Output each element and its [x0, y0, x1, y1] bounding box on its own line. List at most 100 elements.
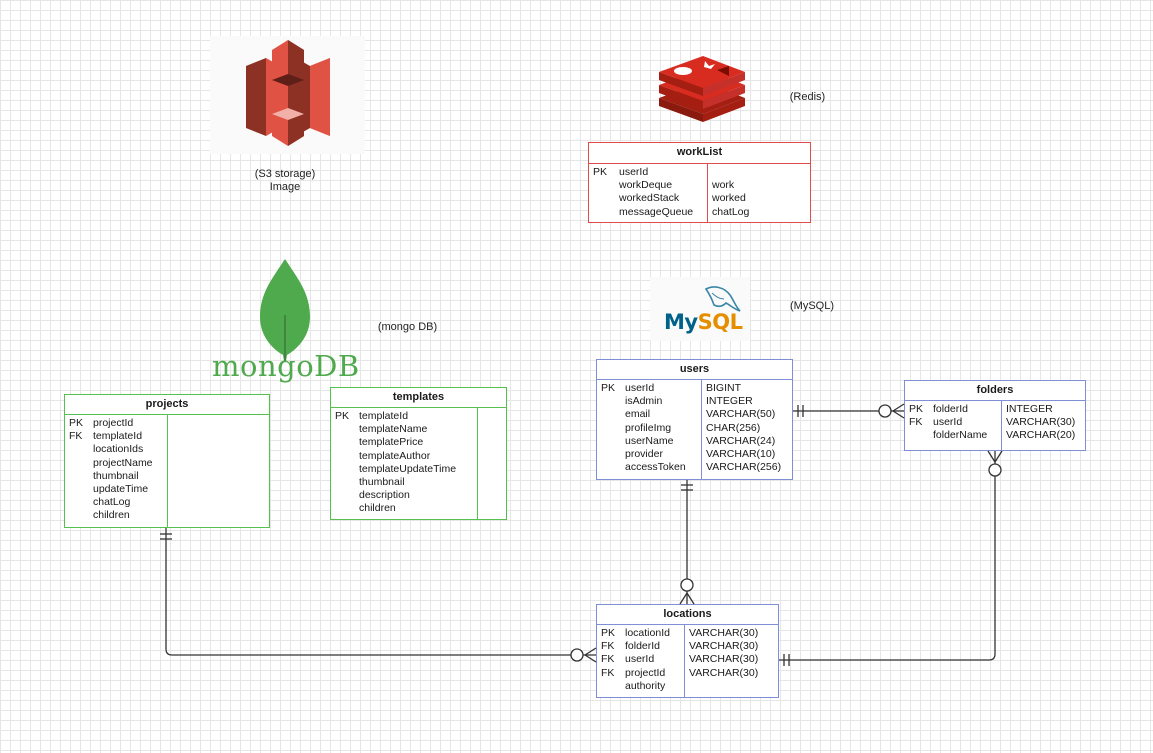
mysql-wordmark-sql: SQL: [697, 310, 743, 334]
users-field: userName: [625, 434, 674, 447]
users-type: VARCHAR(50): [706, 408, 776, 421]
projects-types: [167, 415, 269, 527]
projects-table[interactable]: projects PK FK projectId templateId loca…: [64, 394, 270, 528]
redis-logo-icon: [655, 52, 750, 127]
worklist-fields: userId workDeque workedStack messageQueu…: [615, 164, 707, 222]
worklist-field: userId: [619, 166, 649, 178]
mongo-caption: (mongo DB): [377, 321, 438, 333]
users-table[interactable]: users PK userId isAdmin email profileImg…: [596, 359, 793, 480]
users-field: accessToken: [625, 461, 686, 474]
users-type: BIGINT: [706, 382, 742, 394]
locations-field: folderId: [625, 640, 661, 653]
locations-types: VARCHAR(30) VARCHAR(30) VARCHAR(30) VARC…: [684, 625, 778, 697]
folders-locations-link: [779, 451, 996, 661]
users-type: VARCHAR(24): [706, 434, 776, 447]
projects-key: PK: [69, 417, 84, 429]
projects-field: projectName: [93, 456, 153, 469]
folders-field: folderId: [933, 403, 969, 415]
worklist-types: work worked chatLog: [707, 164, 810, 222]
mysql-caption: (MySQL): [790, 300, 834, 312]
templates-field: templateUpdateTime: [359, 462, 457, 475]
locations-type: VARCHAR(30): [689, 666, 759, 679]
templates-field: description: [359, 489, 410, 502]
projects-field: thumbnail: [93, 469, 139, 482]
mongodb-wordmark: mongoDB: [212, 349, 360, 383]
users-title: users: [597, 360, 792, 380]
folders-key: FK: [909, 416, 923, 429]
worklist-key: PK: [593, 166, 608, 178]
folders-type: VARCHAR(30): [1006, 416, 1076, 429]
templates-types: [477, 408, 506, 519]
templates-key: PK: [335, 410, 350, 422]
templates-field: templateId: [359, 410, 409, 422]
locations-type: VARCHAR(30): [689, 640, 759, 653]
locations-type: VARCHAR(30): [689, 627, 759, 639]
s3-caption-label: (S3 storage): [254, 168, 316, 180]
folders-field: userId: [933, 416, 963, 429]
projects-field: chatLog: [93, 496, 131, 509]
worklist-field: workedStack: [619, 192, 680, 205]
users-type: VARCHAR(256): [706, 461, 782, 474]
worklist-table[interactable]: workList PK userId workDeque workedStack…: [588, 142, 811, 223]
projects-locations-link: [165, 528, 596, 656]
users-field: userId: [625, 382, 655, 394]
users-fields: userId isAdmin email profileImg userName…: [621, 380, 701, 479]
templates-title: templates: [331, 388, 506, 408]
users-field: profileImg: [625, 421, 672, 434]
folders-title: folders: [905, 381, 1085, 401]
locations-key: FK: [601, 666, 615, 679]
users-field: email: [625, 408, 651, 421]
worklist-type: work: [712, 179, 735, 192]
projects-key: FK: [69, 430, 83, 443]
templates-field: templateAuthor: [359, 449, 431, 462]
locations-keys: PK FK FK FK: [597, 625, 621, 697]
redis-caption: (Redis): [789, 91, 826, 103]
locations-field: userId: [625, 653, 655, 666]
users-types: BIGINT INTEGER VARCHAR(50) CHAR(256) VAR…: [701, 380, 792, 479]
worklist-field: messageQueue: [619, 205, 694, 218]
mysql-wordmark-my: My: [664, 310, 698, 334]
projects-title: projects: [65, 395, 269, 415]
templates-field: children: [359, 502, 396, 515]
templates-field: templatePrice: [359, 436, 424, 449]
worklist-type: worked: [712, 192, 746, 205]
locations-table[interactable]: locations PK FK FK FK locationId folderI…: [596, 604, 779, 698]
projects-field: templateId: [93, 430, 143, 443]
locations-field: locationId: [625, 627, 670, 639]
projects-field: updateTime: [93, 482, 149, 495]
templates-fields: templateId templateName templatePrice te…: [355, 408, 477, 519]
projects-field: projectId: [93, 417, 134, 429]
users-field: provider: [625, 447, 663, 460]
users-keys: PK: [597, 380, 621, 479]
folders-type: INTEGER: [1006, 403, 1053, 415]
folders-type: VARCHAR(20): [1006, 429, 1076, 442]
locations-field: authority: [625, 679, 666, 692]
locations-fields: locationId folderId userId projectId aut…: [621, 625, 684, 697]
projects-field: locationIds: [93, 443, 144, 456]
folders-field: folderName: [933, 429, 988, 442]
locations-key: FK: [601, 640, 615, 653]
locations-key: PK: [601, 627, 616, 639]
folders-fields: folderId userId folderName: [929, 401, 1001, 450]
worklist-keys: PK: [589, 164, 615, 222]
templates-field: templateName: [359, 423, 428, 436]
s3-logo-icon: [210, 36, 365, 154]
projects-fields: projectId templateId locationIds project…: [89, 415, 167, 527]
s3-caption: (S3 storage) Image: [235, 168, 335, 194]
users-type: INTEGER: [706, 395, 753, 408]
folders-table[interactable]: folders PK FK folderId userId folderName…: [904, 380, 1086, 451]
projects-keys: PK FK: [65, 415, 89, 527]
users-field: isAdmin: [625, 395, 663, 408]
users-type: CHAR(256): [706, 421, 761, 434]
projects-field: children: [93, 509, 130, 522]
locations-key: FK: [601, 653, 615, 666]
templates-table[interactable]: templates PK templateId templateName tem…: [330, 387, 507, 520]
worklist-type: chatLog: [712, 205, 750, 218]
users-key: PK: [601, 382, 616, 394]
folders-types: INTEGER VARCHAR(30) VARCHAR(20): [1001, 401, 1085, 450]
locations-title: locations: [597, 605, 778, 625]
users-type: VARCHAR(10): [706, 447, 776, 460]
mongodb-logo-icon: mongoDB: [210, 255, 360, 385]
s3-caption-sub: Image: [269, 181, 301, 193]
